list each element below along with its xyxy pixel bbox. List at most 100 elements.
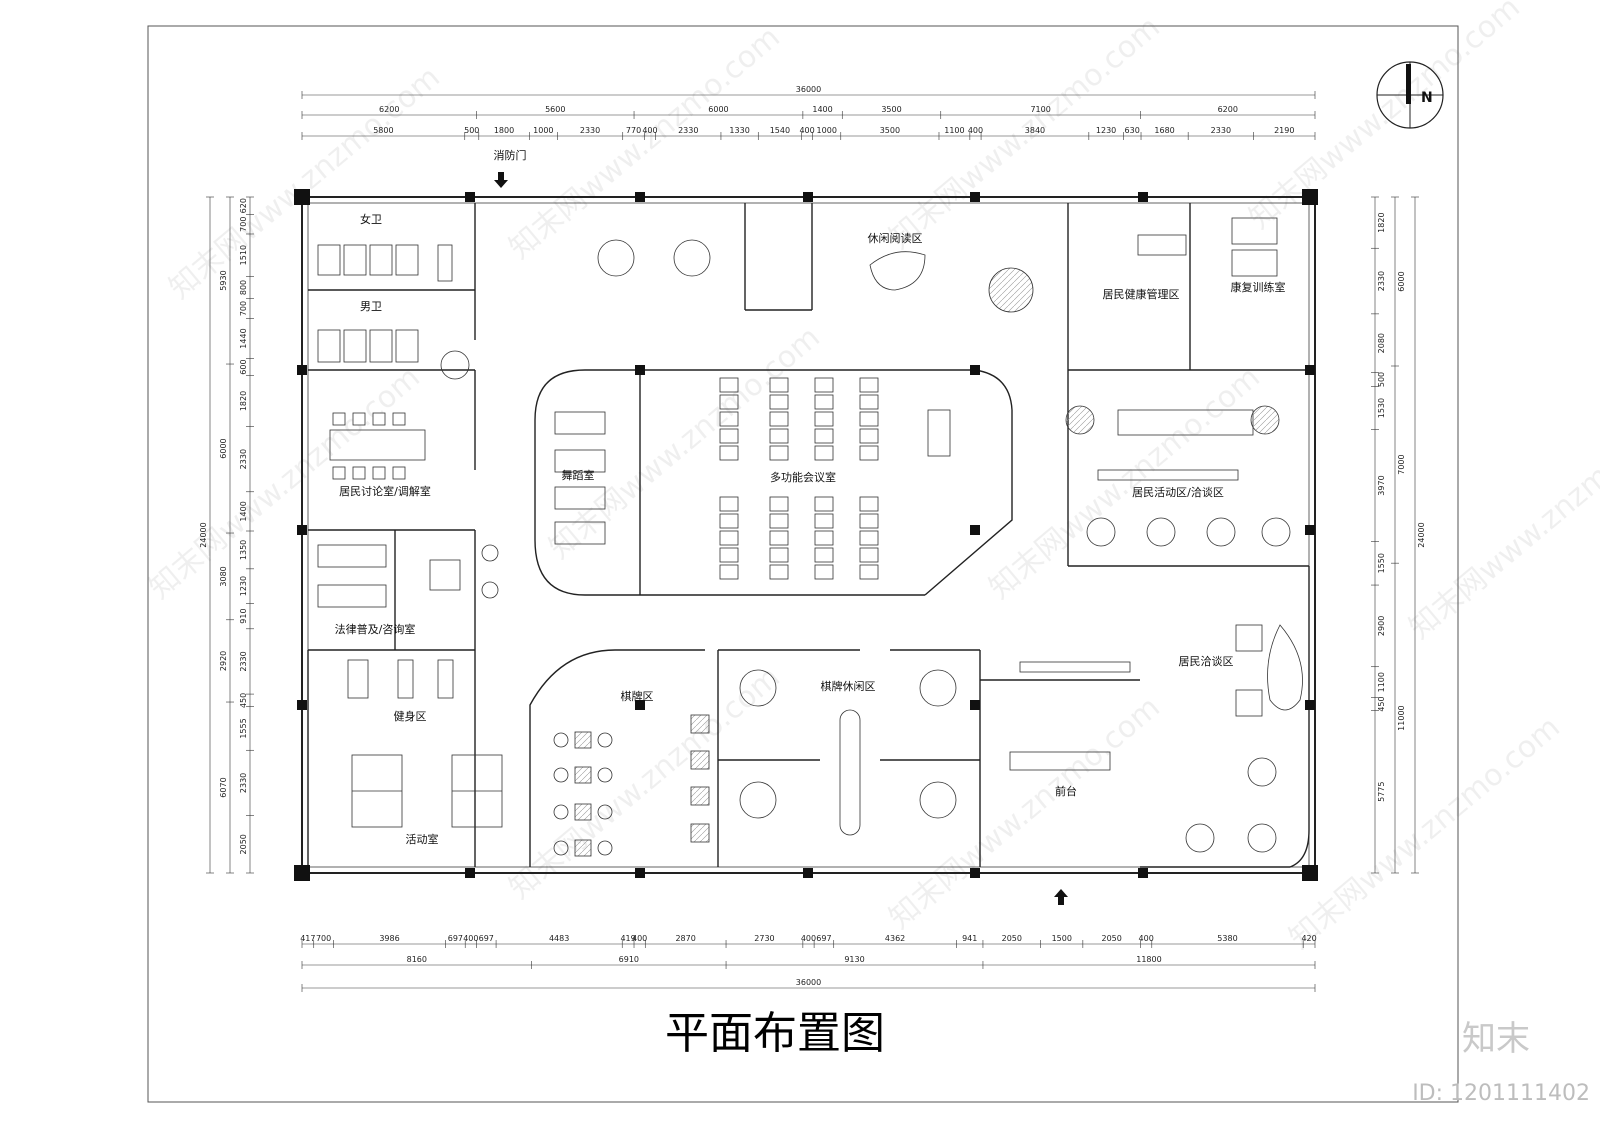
chess-chair: [597, 804, 613, 820]
mahjong-table: [690, 823, 710, 843]
column: [1302, 189, 1318, 205]
chess-table: [574, 731, 592, 749]
dim-left-row2-value: 800: [239, 280, 248, 295]
dim-top-row2-value: 400: [799, 126, 814, 135]
dim-top-row2-value: 2330: [1211, 126, 1231, 135]
dim-top-row2-value: 400: [968, 126, 983, 135]
dim-top-row2-value: 1000: [817, 126, 837, 135]
dim-bottom-row1-value: 420: [1301, 934, 1316, 943]
meeting-desk: [859, 428, 879, 444]
dim-bottom-row1-value: 700: [316, 934, 331, 943]
dim-bottom-row1-value: 400: [1139, 934, 1154, 943]
meeting-desk: [859, 564, 879, 580]
room-label-reading-area: 休闲阅读区: [868, 231, 923, 245]
watermark-text: 知末网www.znzmo.com: [1243, 0, 1527, 236]
column: [1138, 192, 1148, 202]
dim-left-row2-value: 1440: [239, 328, 248, 348]
chess-chair: [553, 767, 569, 783]
dim-left-row2-value: 1510: [239, 245, 248, 265]
dim-left-row2-value: 600: [239, 359, 248, 374]
watermark-text: 知末网www.znzmo.com: [163, 60, 447, 306]
chess-chair: [597, 767, 613, 783]
column: [294, 865, 310, 881]
dim-top-row2-value: 3500: [880, 126, 900, 135]
room-label-resident-talk: 居民洽谈区: [1179, 655, 1234, 668]
room-label-chess-leisure: 棋牌休闲区: [821, 679, 876, 693]
meeting-desk: [719, 513, 739, 529]
dim-bottom-row1-value: 2730: [754, 934, 774, 943]
dim-top-row2-value: 1540: [770, 126, 790, 135]
dim-bottom-row1-value: 400: [632, 934, 647, 943]
room-label-meeting-room: 多功能会议室: [770, 470, 836, 484]
dim-left-row2-value: 1350: [239, 540, 248, 560]
column: [970, 365, 980, 375]
dim-top-row1-value: 6000: [708, 105, 728, 114]
chess-chair: [553, 732, 569, 748]
meeting-desk: [719, 496, 739, 512]
dim-right-row1-value: 7000: [1397, 454, 1406, 474]
dim-bottom-row2-value: 11800: [1136, 955, 1161, 964]
meeting-desk: [859, 377, 879, 393]
meeting-desk: [814, 411, 834, 427]
column: [465, 868, 475, 878]
meeting-desk: [719, 564, 739, 580]
dim-left-row2-value: 1230: [239, 576, 248, 596]
column: [635, 700, 645, 710]
meeting-desk: [769, 530, 789, 546]
meeting-desk: [719, 530, 739, 546]
chess-table: [574, 803, 592, 821]
meeting-desk: [814, 377, 834, 393]
north-label: N: [1421, 90, 1433, 106]
dim-bottom-row1-value: 4483: [549, 934, 569, 943]
column: [970, 700, 980, 710]
chess-chair: [553, 804, 569, 820]
column: [803, 192, 813, 202]
dim-top-row2-value: 3840: [1025, 126, 1045, 135]
mens-stalls: [317, 329, 470, 380]
dim-bottom-row1-value: 2050: [1102, 934, 1122, 943]
round-tables: [1086, 517, 1291, 853]
dim-top-row2-value: 2330: [580, 126, 600, 135]
dim-right-row2-value: 2900: [1377, 616, 1386, 636]
chess-table: [574, 839, 592, 857]
column: [297, 365, 307, 375]
chess-chair: [597, 732, 613, 748]
meeting-desk: [769, 394, 789, 410]
dim-right-row1-value: 11000: [1397, 705, 1406, 730]
watermark-text: 知末网www.znzmo.com: [503, 20, 787, 266]
room-label-gym-area: 健身区: [394, 709, 427, 723]
meeting-desk: [814, 513, 834, 529]
id-label: ID: 1201111402: [1412, 1081, 1590, 1106]
meeting-desk: [769, 547, 789, 563]
dim-left-row2-value: 450: [239, 693, 248, 708]
dim-left-row2-value: 700: [239, 217, 248, 232]
dim-bottom-row1-value: 697: [448, 934, 463, 943]
dim-left-row2-value: 620: [239, 198, 248, 213]
meeting-desk: [814, 547, 834, 563]
column: [803, 868, 813, 878]
room-label-dance-room: 舞蹈室: [562, 468, 595, 482]
dim-bottom-row1-value: 697: [816, 934, 831, 943]
room-label-chess-area: 棋牌区: [621, 689, 654, 703]
watermark-text: 知末网www.znzmo.com: [983, 360, 1267, 606]
chess-chair: [597, 840, 613, 856]
meeting-desk: [859, 530, 879, 546]
meeting-desk: [719, 394, 739, 410]
dim-left-row1-value: 3080: [219, 566, 228, 586]
dim-right-row2-value: 2330: [1377, 271, 1386, 291]
meeting-desk: [859, 394, 879, 410]
room-label-legal-room: 法律普及/咨询室: [335, 622, 416, 636]
dim-top-row2-value: 400: [642, 126, 657, 135]
meeting-desk: [814, 428, 834, 444]
dim-bottom-row1-value: 4362: [885, 934, 905, 943]
dim-right-row2-value: 500: [1377, 372, 1386, 387]
dim-top-row2-value: 630: [1125, 126, 1140, 135]
dim-bottom-row1-value: 3986: [379, 934, 399, 943]
dim-top-row2-value: 1000: [533, 126, 553, 135]
dim-top-row1-value: 3500: [881, 105, 901, 114]
mahjong-table: [690, 750, 710, 770]
dim-left-row2-value: 2050: [239, 834, 248, 854]
meeting-desk: [719, 445, 739, 461]
column: [970, 525, 980, 535]
